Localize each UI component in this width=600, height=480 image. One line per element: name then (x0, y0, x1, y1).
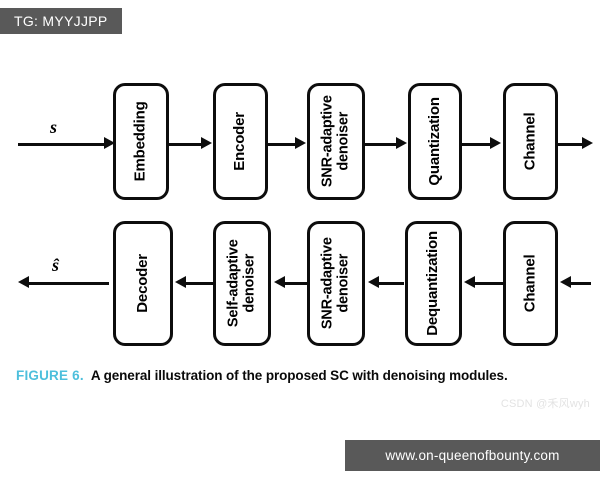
input-arrow-head (104, 137, 115, 149)
node-channel-top-label: Channel (521, 112, 539, 171)
node-decoder[interactable]: Decoder (113, 221, 173, 346)
connector-channel-dequant (473, 282, 503, 285)
connector-snr-quantization-head (396, 137, 407, 149)
figure-caption: FIGURE 6. A general illustration of the p… (16, 368, 591, 383)
node-encoder[interactable]: Encoder (213, 83, 268, 200)
node-quantization[interactable]: Quantization (408, 83, 462, 200)
node-decoder-label: Decoder (133, 254, 151, 313)
node-quantization-label: Quantization (425, 97, 443, 186)
connector-quantization-channel-head (490, 137, 501, 149)
output-signal-label: ŝ (52, 255, 60, 275)
connector-encoder-snr (268, 143, 297, 146)
csdn-watermark: CSDN @禾风wyh (500, 398, 590, 410)
connector-channel-dequant-head (464, 276, 475, 288)
node-dequantization[interactable]: Dequantization (405, 221, 462, 346)
node-channel-bottom[interactable]: Channel (503, 221, 558, 346)
node-channel-top[interactable]: Channel (503, 83, 558, 200)
connector-snr-quantization (365, 143, 398, 146)
connector-self-decoder (184, 282, 213, 285)
url-banner: www.on-queenofbounty.com (345, 440, 600, 471)
bottom-input-arrow-line (569, 282, 591, 285)
top-output-arrow-head (582, 137, 593, 149)
input-signal-label: s (50, 117, 58, 137)
connector-embedding-encoder (169, 143, 203, 146)
figure-caption-text: A general illustration of the proposed S… (90, 368, 508, 383)
connector-dequant-snr-head (368, 276, 379, 288)
connector-embedding-encoder-head (201, 137, 212, 149)
top-output-arrow-line (558, 143, 586, 146)
input-arrow-line (18, 143, 106, 146)
bottom-input-arrow-head (560, 276, 571, 288)
tg-badge: TG: MYYJJPP (0, 8, 122, 34)
node-channel-bottom-label: Channel (521, 254, 539, 313)
connector-encoder-snr-head (295, 137, 306, 149)
connector-quantization-channel (462, 143, 492, 146)
node-encoder-label: Encoder (231, 112, 249, 171)
connector-snr-self-head (274, 276, 285, 288)
connector-self-decoder-head (175, 276, 186, 288)
figure-number: FIGURE 6. (16, 368, 84, 383)
connector-dequant-snr (377, 282, 404, 285)
tg-badge-label: TG: MYYJJPP (14, 13, 108, 29)
connector-snr-self (283, 282, 309, 285)
url-banner-label: www.on-queenofbounty.com (385, 448, 560, 463)
output-arrow-line (27, 282, 109, 285)
node-dequantization-label: Dequantization (424, 231, 442, 336)
node-embedding[interactable]: Embedding (113, 83, 169, 200)
output-arrow-head (18, 276, 29, 288)
node-embedding-label: Embedding (131, 101, 149, 182)
